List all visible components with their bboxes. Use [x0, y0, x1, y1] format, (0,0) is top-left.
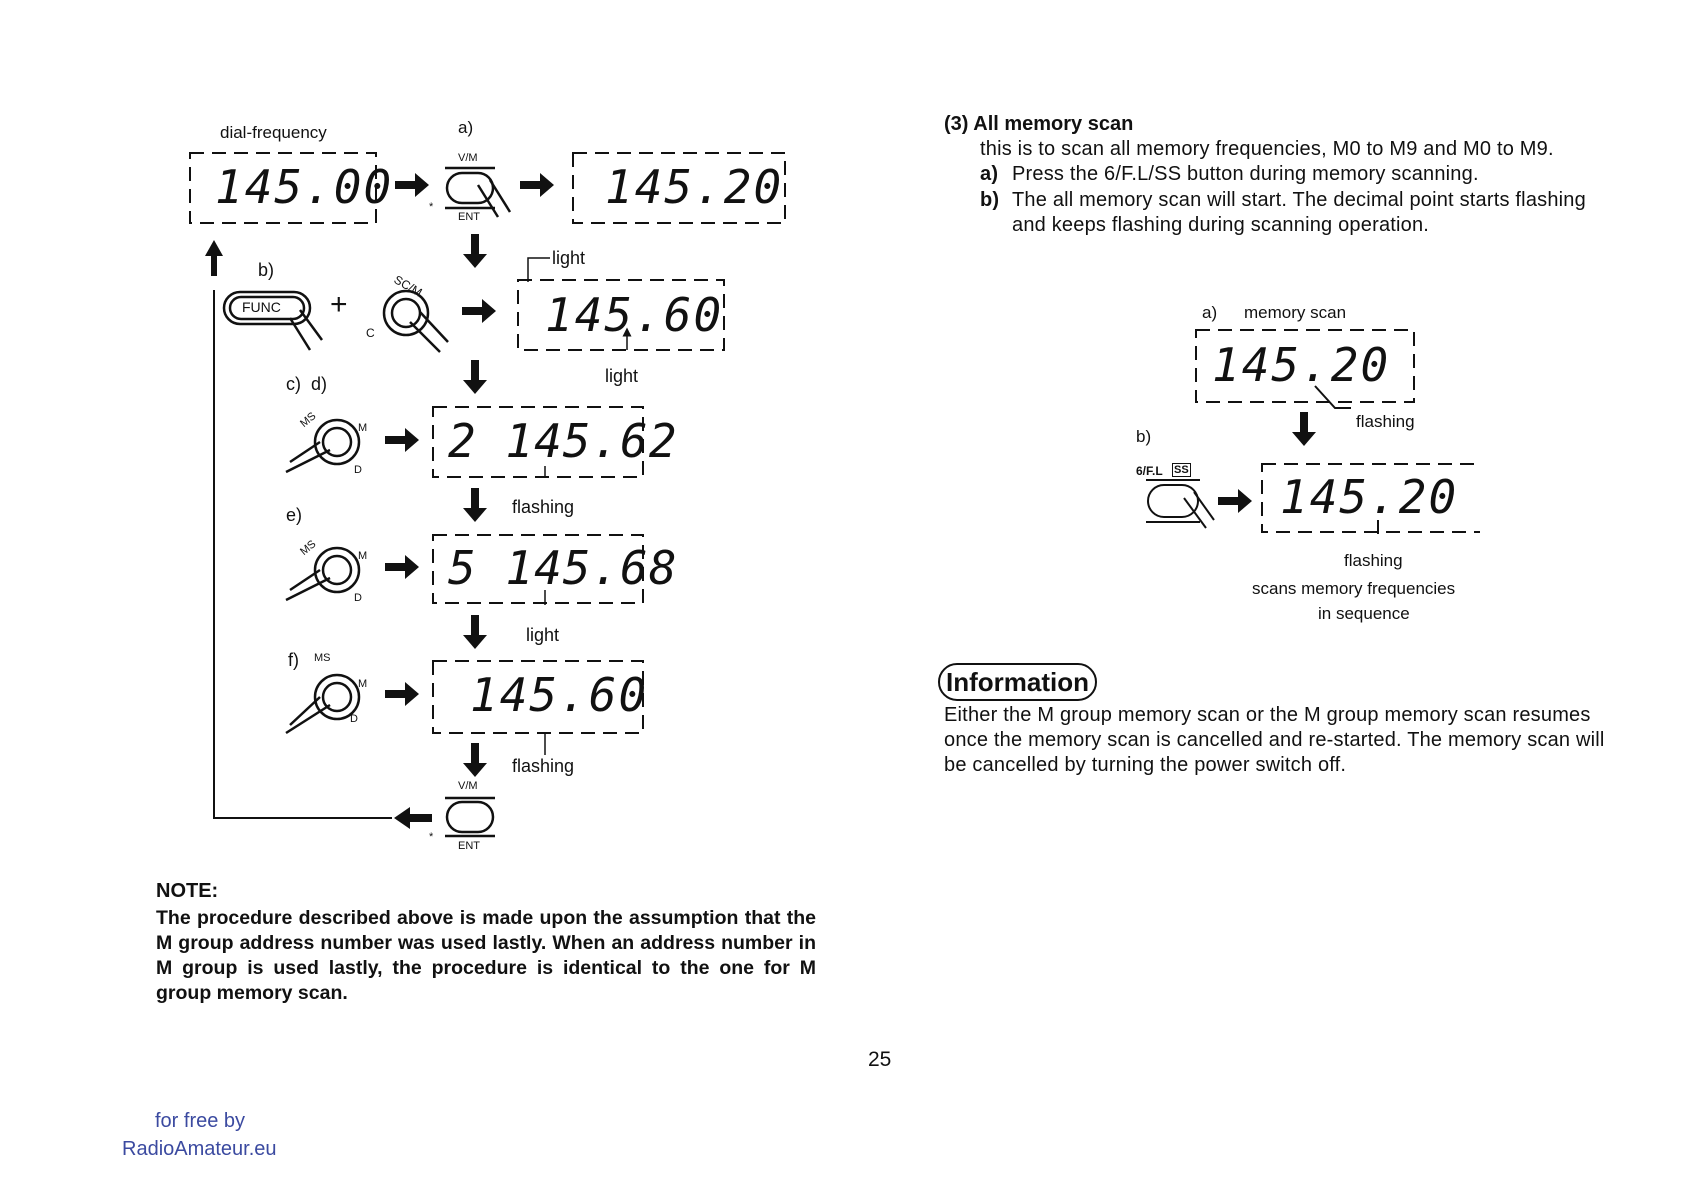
footer-line-1: for free by: [155, 1110, 246, 1132]
memory-scan-label: memory scan: [1244, 303, 1347, 322]
note-title: NOTE:: [156, 880, 219, 902]
m-label-1: M: [358, 422, 368, 434]
lcd-display-channel-2: 2 145.62: [448, 414, 678, 468]
m-label-3: M: [358, 678, 368, 690]
information-badge: Information: [938, 663, 1097, 701]
d-label-3: D: [350, 713, 358, 725]
lcd-display-final: 145.60: [470, 668, 649, 722]
flashing-label-2: flashing: [512, 756, 575, 776]
scan-lcd-top: 145.20: [1212, 338, 1391, 392]
note-body: The procedure described above is made up…: [156, 907, 816, 1004]
lcd-display-dial: 145.00: [215, 160, 394, 214]
ms-label-3: MS: [314, 652, 331, 664]
scan-caption-1: scans memory frequencies: [1252, 579, 1456, 598]
dial-frequency-label: dial-frequency: [220, 123, 327, 142]
ent-button-label-bottom: ENT: [458, 840, 480, 852]
lcd-display-memory: 145.20: [605, 160, 784, 214]
step-f-label: f): [288, 650, 299, 670]
procedure-diagram: * *: [189, 152, 786, 843]
scan-diagram: [1146, 329, 1480, 534]
fl-button-label: 6/F.L: [1136, 464, 1163, 478]
vm-button-label-bottom: V/M: [458, 780, 478, 792]
light-label-2: light: [605, 366, 639, 386]
section-heading: (3) All memory scan: [944, 113, 1134, 135]
lcd-display-channel-5: 5 145.68: [448, 541, 678, 595]
page-number: 25: [868, 1048, 892, 1071]
vm-button-label-top: V/M: [458, 152, 478, 164]
step-b-text: The all memory scan will start. The deci…: [1012, 189, 1586, 236]
information-text: Either the M group memory scan or the M …: [944, 704, 1605, 776]
ent-button-label-top: ENT: [458, 211, 480, 223]
m-label-2: M: [358, 550, 368, 562]
step-a-label: a): [458, 118, 474, 137]
lcd-display-scan-start: 145.60: [545, 288, 724, 342]
step-b-marker: b): [980, 189, 1000, 211]
plus-sign: +: [330, 288, 348, 321]
step-e-label: e): [286, 505, 303, 525]
section-intro: this is to scan all memory frequencies, …: [980, 138, 1554, 160]
func-button-label: FUNC: [242, 299, 281, 315]
d-label-1: D: [354, 464, 362, 476]
svg-text:*: *: [429, 831, 434, 843]
d-label-2: D: [354, 592, 362, 604]
scan-caption-2: in sequence: [1318, 604, 1410, 623]
scan-flashing-label-1: flashing: [1356, 412, 1415, 431]
ss-badge: SS: [1172, 463, 1191, 477]
light-label-3: light: [526, 625, 560, 645]
step-a-marker: a): [980, 163, 999, 185]
light-label-1: light: [552, 248, 586, 268]
footer-line-2: RadioAmateur.eu: [122, 1138, 277, 1160]
scan-a-label: a): [1202, 303, 1218, 322]
flashing-label-1: flashing: [512, 497, 575, 517]
step-a-text: Press the 6/F.L/SS button during memory …: [1012, 163, 1479, 185]
svg-text:*: *: [429, 201, 434, 213]
step-cd-label: c) d): [286, 374, 328, 394]
scan-lcd-bottom: 145.20: [1280, 470, 1459, 524]
scan-flashing-label-2: flashing: [1344, 551, 1403, 570]
scan-b-label: b): [1136, 427, 1152, 446]
step-b-label: b): [258, 260, 275, 280]
c-label: C: [366, 326, 375, 340]
